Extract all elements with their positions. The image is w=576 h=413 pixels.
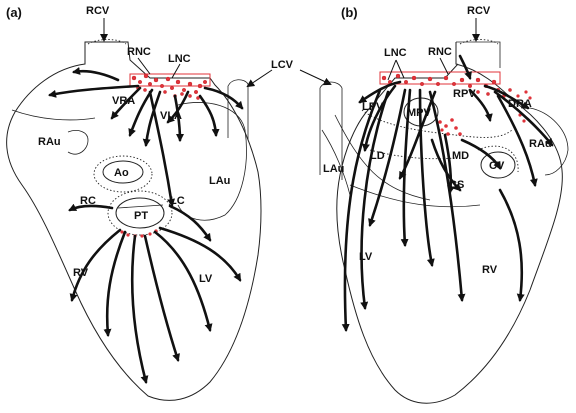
label-b-rcv: RCV [467,5,491,17]
label-b-mpv: MPV [407,107,432,119]
label-b-lau: LAu [323,163,344,175]
label-b-cs: CS [449,179,464,191]
label-lcv: LCV [271,59,294,71]
panel-a-ventral-view: (a) RCV RNC LNC VRA VLA RAu LAu Ao PT RC… [6,5,262,401]
panel-b-tag: (b) [341,5,358,20]
ganglion-cluster-b-md [438,118,462,136]
label-b-rv: RV [482,264,498,276]
heart-a-outline [6,41,262,401]
label-a-rau: RAu [38,136,61,148]
ganglion-cluster-a-pt [120,229,158,238]
label-b-rau: RAu [529,138,552,150]
label-b-dra: DRA [508,98,532,110]
nerves-a [48,66,244,384]
label-a-lau: LAu [209,175,230,187]
label-a-rv: RV [73,267,89,279]
label-a-rcv: RCV [86,5,110,17]
label-b-md: MD [452,150,469,162]
label-a-lc: LC [170,195,185,207]
panel-b-dorsal-view: (b) RCV LNC RNC LPV MPV RPV DRA LAu LD M… [319,5,569,404]
label-b-lv: LV [359,251,373,263]
cv-b [480,151,516,179]
label-a-pt: PT [134,210,148,222]
panel-a-tag: (a) [6,5,22,20]
rcv-b-stump [456,41,501,68]
label-a-ao: Ao [114,167,129,179]
label-a-lnc: LNC [168,53,191,65]
label-b-rpv: RPV [453,88,476,100]
label-a-rc: RC [80,195,96,207]
aorta-a [102,160,144,184]
label-a-vra: VRA [112,95,135,107]
label-b-rnc: RNC [428,46,452,58]
pulmonary-trunk-a [115,197,165,229]
label-b-ld: LD [370,150,385,162]
label-a-vla: VLA [160,110,182,122]
nerves-b [341,54,554,332]
label-a-rnc: RNC [127,46,151,58]
lcv-b-tube [319,81,343,180]
label-b-lpv: LPV [362,101,384,113]
ganglion-cluster-b-upper [379,71,512,98]
label-b-lnc: LNC [384,47,407,59]
lau-a-outline [177,102,247,221]
heart-b-outline [336,42,563,404]
label-a-lv: LV [199,273,213,285]
label-b-cv: CV [489,160,505,172]
